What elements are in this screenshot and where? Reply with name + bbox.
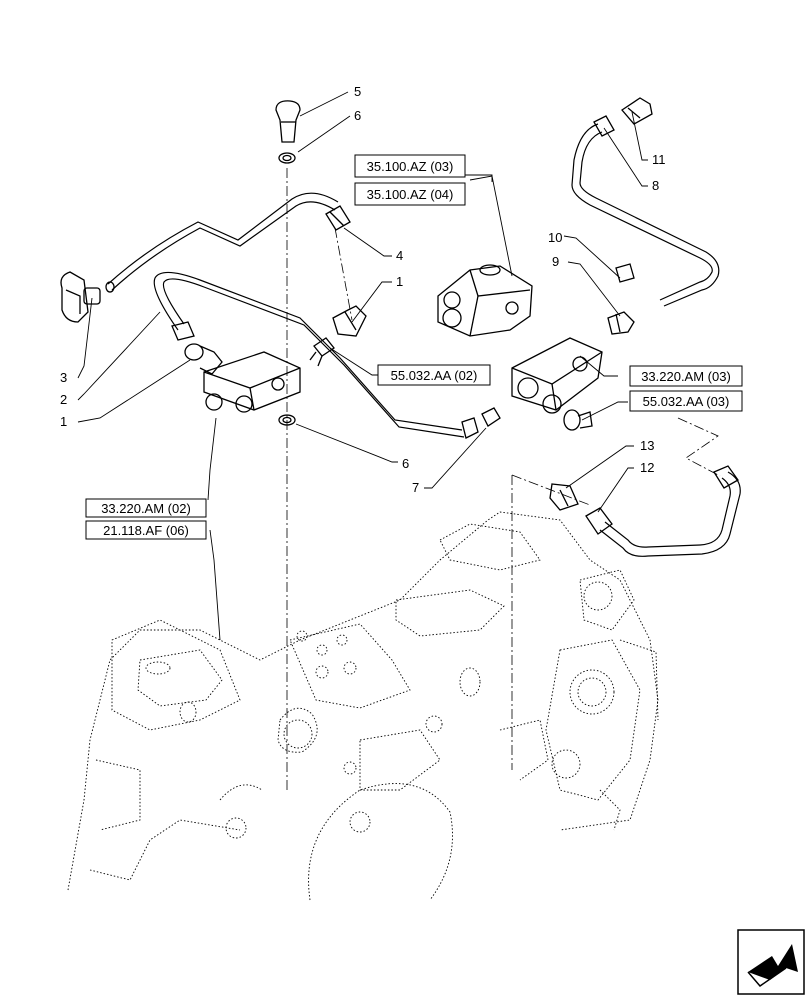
callout-11: 11	[652, 152, 666, 167]
left-pipe-to-valve	[153, 271, 465, 438]
adapter-11	[621, 97, 653, 125]
elbow-fitting-1-left	[184, 343, 223, 375]
leader-lines	[77, 91, 648, 641]
adapter-9	[607, 311, 635, 335]
right-pipe-8	[571, 123, 720, 307]
svg-text:35.100.AZ (04): 35.100.AZ (04)	[367, 187, 454, 202]
o-ring-6-upper	[278, 152, 296, 164]
nut-10	[615, 263, 635, 283]
adapter-13	[549, 483, 579, 511]
union-2	[171, 321, 195, 341]
callout-10: 10	[548, 230, 562, 245]
callout-7: 7	[412, 480, 419, 495]
callout-6-upper: 6	[354, 108, 361, 123]
gauge-55-032-aa-03	[563, 409, 593, 431]
nut-12	[585, 465, 739, 535]
callout-12: 12	[640, 460, 654, 475]
callout-1-top: 1	[396, 274, 403, 289]
coupler-33-220-am-02	[309, 337, 335, 367]
right-pipe-12	[599, 471, 741, 557]
callout-1-left: 1	[60, 414, 67, 429]
callout-8: 8	[652, 178, 659, 193]
callout-2: 2	[60, 392, 67, 407]
svg-text:33.220.AM (02): 33.220.AM (02)	[101, 501, 191, 516]
reference-box-35-100-az-03[interactable]: 35.100.AZ (03)	[354, 154, 466, 178]
svg-text:33.220.AM (03): 33.220.AM (03)	[641, 369, 731, 384]
reference-box-55-032-aa-02[interactable]: 55.032.AA (02)	[377, 364, 491, 386]
valve-block-33-220-am-03	[511, 337, 603, 414]
upper-pipe	[105, 192, 339, 293]
elbow-fitting-1-top	[332, 305, 367, 337]
adapter-7	[461, 407, 501, 439]
reference-box-55-032-aa-03[interactable]: 55.032.AA (03)	[629, 390, 743, 412]
reference-box-33-220-am-03[interactable]: 33.220.AM (03)	[629, 365, 743, 387]
callout-4: 4	[396, 248, 403, 263]
callout-9: 9	[552, 254, 559, 269]
pin-5	[275, 100, 301, 143]
callout-3: 3	[60, 370, 67, 385]
next-page-arrow-icon[interactable]	[737, 929, 805, 995]
o-ring-6-lower	[278, 414, 296, 426]
control-valve-35-100-az	[437, 264, 533, 337]
callout-13: 13	[640, 438, 654, 453]
quick-coupler-3	[60, 271, 101, 323]
svg-text:35.100.AZ (03): 35.100.AZ (03)	[367, 159, 454, 174]
callout-5: 5	[354, 84, 361, 99]
svg-text:55.032.AA (03): 55.032.AA (03)	[643, 394, 730, 409]
valve-block-left	[203, 351, 301, 413]
svg-text:55.032.AA (02): 55.032.AA (02)	[391, 368, 478, 383]
callout-numbers: 5 6 3 2 1 1 4 6 7 10 9 11 8 13 12	[60, 84, 666, 495]
reference-box-35-100-az-04[interactable]: 35.100.AZ (04)	[354, 182, 466, 206]
reference-box-21-118-af-06[interactable]: 21.118.AF (06)	[85, 520, 207, 540]
nut-8	[593, 115, 615, 137]
callout-6-lower: 6	[402, 456, 409, 471]
svg-text:21.118.AF (06): 21.118.AF (06)	[103, 523, 189, 538]
tractor-rear-housing	[67, 511, 659, 901]
center-lines	[286, 168, 721, 790]
nut-4	[325, 205, 351, 231]
reference-box-33-220-am-02[interactable]: 33.220.AM (02)	[85, 498, 207, 518]
